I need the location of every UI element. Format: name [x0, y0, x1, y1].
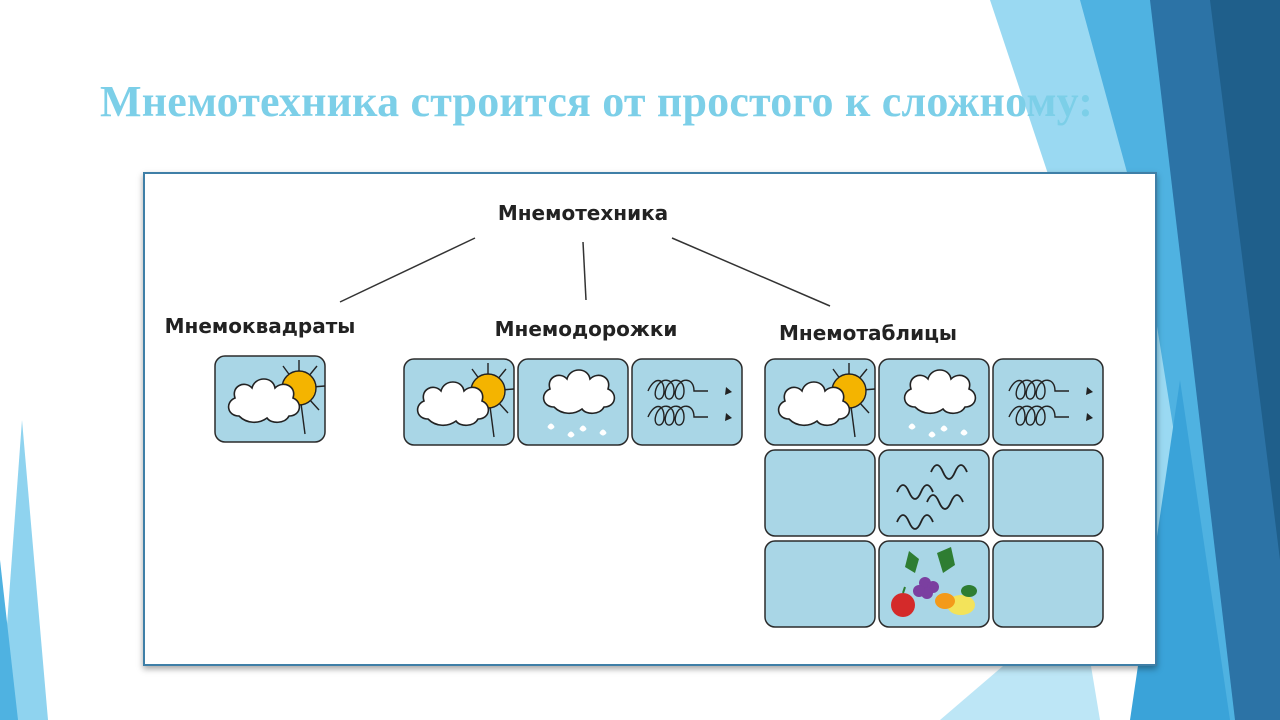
mnemotable-cell: [992, 358, 1104, 446]
mnemotable-cell: [878, 358, 990, 446]
branch-label-squares: Мнемоквадраты: [165, 314, 356, 338]
branch-label-tracks: Мнемодорожки: [495, 317, 678, 341]
cell-background: [764, 540, 876, 628]
root-label: Мнемотехника: [498, 201, 668, 225]
mnemotable-cell: [992, 540, 1104, 628]
slide-title: Мнемотехника строится от простого к слож…: [100, 77, 1094, 126]
mnemotrack-group: [403, 358, 743, 446]
decor-shape: [0, 560, 18, 720]
decor-shape: [1210, 0, 1280, 560]
diagram-connectors: [339, 237, 831, 307]
mnemosquare-group: [214, 355, 326, 443]
mnemotrack-cell: [517, 358, 629, 446]
mnemotable-cell: [992, 449, 1104, 537]
decor-shape: [0, 420, 48, 720]
mnemosquare-cell: [214, 355, 326, 443]
cell-background: [631, 358, 743, 446]
branch-label-tables: Мнемотаблицы: [779, 321, 957, 345]
cell-background: [878, 449, 990, 537]
mnemotable-cell: [878, 449, 990, 537]
cell-background: [764, 449, 876, 537]
mnemotable-cell: [764, 449, 876, 537]
connector-line: [582, 241, 587, 301]
connector-line: [339, 237, 476, 303]
mnemotable-cell: [764, 358, 876, 446]
cell-background: [992, 358, 1104, 446]
cell-background: [992, 449, 1104, 537]
mnemotable-cell: [764, 540, 876, 628]
mnemotrack-cell: [403, 358, 515, 446]
connector-line: [671, 237, 831, 307]
mnemotechnics-diagram: Мнемотехника Мнемоквадраты Мнемодорожки …: [165, 201, 1104, 628]
mnemotable-group: [764, 358, 1104, 628]
mnemotable-cell: [878, 540, 990, 628]
cell-background: [992, 540, 1104, 628]
diagram-frame: Мнемотехника Мнемоквадраты Мнемодорожки …: [143, 172, 1157, 666]
mnemotrack-cell: [631, 358, 743, 446]
